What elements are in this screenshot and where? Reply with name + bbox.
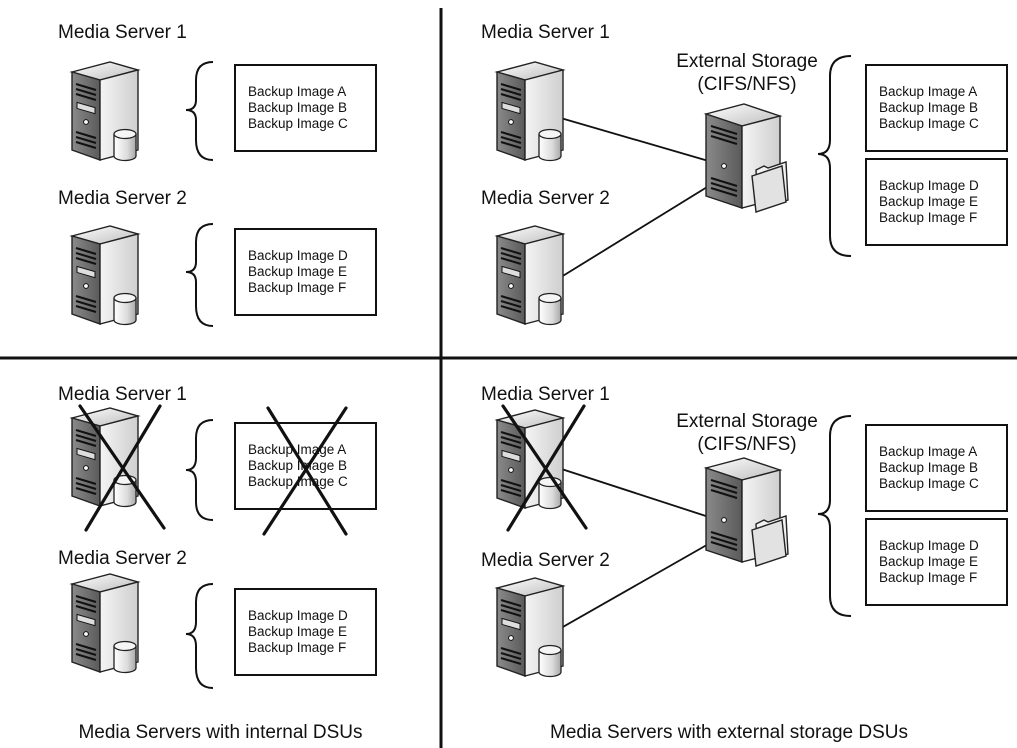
- bl-backup-box-2: Backup Image D Backup Image E Backup Ima…: [234, 588, 377, 676]
- br-server2-icon: [496, 577, 564, 678]
- backup-image-label: Backup Image F: [248, 280, 347, 295]
- br-server2-label: Media Server 2: [481, 550, 610, 571]
- tl-backup-box-2: Backup Image D Backup Image E Backup Ima…: [234, 228, 377, 316]
- tl-brace-1: [185, 61, 214, 161]
- tr-server1-icon: [496, 61, 564, 162]
- backup-image-label: Backup Image D: [248, 608, 348, 623]
- backup-image-label: Backup Image D: [879, 178, 979, 193]
- backup-image-label: Backup Image B: [248, 458, 348, 473]
- storage-protocol: (CIFS/NFS): [697, 434, 797, 455]
- backup-image-label: Backup Image A: [248, 84, 347, 99]
- caption-internal-dsus: Media Servers with internal DSUs: [78, 722, 363, 743]
- backup-image-label: Backup Image C: [879, 476, 979, 491]
- storage-protocol: (CIFS/NFS): [697, 74, 797, 95]
- storage-title: External Storage: [676, 411, 818, 432]
- bl-backup-box-1: Backup Image A Backup Image B Backup Ima…: [234, 422, 377, 510]
- tl-server2-label: Media Server 2: [58, 188, 187, 209]
- tr-backup-box-1: Backup Image A Backup Image B Backup Ima…: [865, 64, 1008, 152]
- tr-storage-icon: [705, 103, 789, 213]
- tr-server2-icon: [496, 225, 564, 326]
- backup-image-label: Backup Image E: [879, 194, 979, 209]
- caption-external-dsus: Media Servers with external storage DSUs: [550, 722, 908, 743]
- bl-server1-icon: [71, 407, 139, 508]
- backup-image-label: Backup Image B: [879, 460, 979, 475]
- backup-image-label: Backup Image F: [248, 640, 347, 655]
- br-brace: [817, 415, 852, 617]
- br-backup-box-2: Backup Image D Backup Image E Backup Ima…: [865, 518, 1008, 606]
- backup-image-label: Backup Image B: [248, 100, 348, 115]
- bl-server2-label: Media Server 2: [58, 548, 187, 569]
- br-storage-label: External Storage (CIFS/NFS): [672, 410, 822, 456]
- tr-storage-label: External Storage (CIFS/NFS): [672, 50, 822, 96]
- bl-brace-2: [185, 583, 214, 689]
- bl-server2-icon: [71, 573, 139, 674]
- tr-backup-box-2: Backup Image D Backup Image E Backup Ima…: [865, 158, 1008, 246]
- backup-image-label: Backup Image C: [879, 116, 979, 131]
- tl-server1-label: Media Server 1: [58, 22, 187, 43]
- tl-brace-2: [185, 223, 214, 327]
- backup-image-label: Backup Image F: [879, 210, 978, 225]
- tr-server2-label: Media Server 2: [481, 188, 610, 209]
- storage-title: External Storage: [676, 51, 818, 72]
- bl-server1-label: Media Server 1: [58, 384, 187, 405]
- br-server1-label: Media Server 1: [481, 384, 610, 405]
- br-backup-box-1: Backup Image A Backup Image B Backup Ima…: [865, 424, 1008, 512]
- backup-image-label: Backup Image B: [879, 100, 979, 115]
- backup-image-label: Backup Image E: [248, 264, 348, 279]
- backup-image-label: Backup Image A: [879, 444, 978, 459]
- bl-brace-1: [185, 419, 214, 521]
- backup-image-label: Backup Image E: [879, 554, 979, 569]
- backup-image-label: Backup Image D: [879, 538, 979, 553]
- tr-server1-label: Media Server 1: [481, 22, 610, 43]
- backup-image-label: Backup Image C: [248, 474, 348, 489]
- tr-brace: [817, 55, 852, 257]
- backup-image-label: Backup Image F: [879, 570, 978, 585]
- br-storage-icon: [705, 457, 789, 567]
- tl-server2-icon: [71, 225, 139, 326]
- br-link-1: [539, 461, 713, 519]
- br-link-2: [539, 541, 713, 641]
- tl-server1-icon: [71, 61, 139, 162]
- backup-image-label: Backup Image E: [248, 624, 348, 639]
- backup-image-label: Backup Image C: [248, 116, 348, 131]
- backup-image-label: Backup Image A: [879, 84, 978, 99]
- backup-image-label: Backup Image D: [248, 248, 348, 263]
- backup-image-label: Backup Image A: [248, 442, 347, 457]
- tr-link-2: [539, 183, 713, 291]
- tl-backup-box-1: Backup Image A Backup Image B Backup Ima…: [234, 64, 377, 152]
- br-server1-icon: [496, 409, 564, 510]
- tr-link-1: [539, 111, 713, 163]
